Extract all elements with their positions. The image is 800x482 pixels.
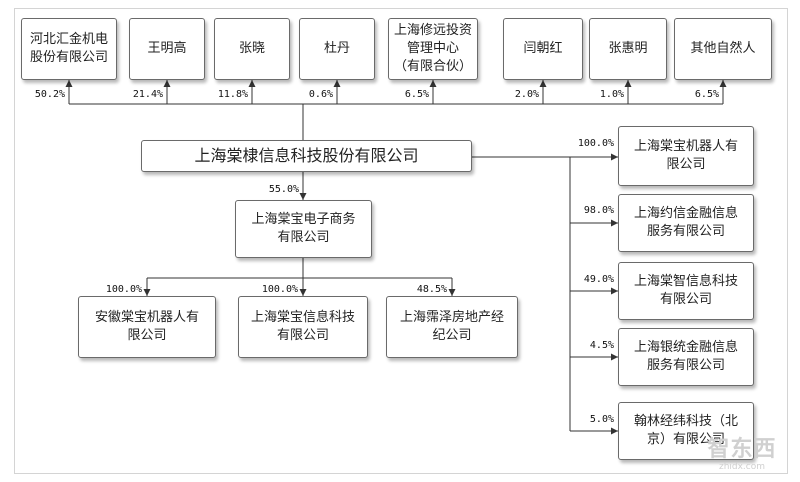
ecommerce-sub-pct-label: 100.0% xyxy=(105,284,142,295)
shareholder-pct-label: 21.4% xyxy=(132,89,163,100)
shareholder-box-xiuyuan-investment: 上海修远投资 管理中心 （有限合伙） xyxy=(388,18,478,80)
shareholder-box-du-dan: 杜丹 xyxy=(299,18,375,80)
shareholder-pct-label: 0.6% xyxy=(308,89,333,100)
ecommerce-sub-pct-label: 48.5% xyxy=(416,284,447,295)
right-sub-pct-label: 49.0% xyxy=(583,274,614,285)
shareholder-box-wang-minggao: 王明高 xyxy=(129,18,205,80)
shareholder-pct-label: 50.2% xyxy=(34,89,65,100)
shareholder-box-zhang-huiming: 张惠明 xyxy=(589,18,667,80)
right-sub-pct-label: 100.0% xyxy=(577,138,614,149)
main-company-box: 上海棠棣信息科技股份有限公司 xyxy=(141,140,472,172)
right-sub-pct-label: 98.0% xyxy=(583,205,614,216)
tangzhi-info-tech-box: 上海棠智信息科技 有限公司 xyxy=(618,262,754,320)
anhui-robot-box: 安徽棠宝机器人有 限公司 xyxy=(78,296,216,358)
right-sub-pct-label: 5.0% xyxy=(589,414,614,425)
ecommerce-pct-label: 55.0% xyxy=(268,184,299,195)
shareholder-pct-label: 2.0% xyxy=(514,89,539,100)
shareholder-pct-label: 1.0% xyxy=(599,89,624,100)
shareholder-box-other-individuals: 其他自然人 xyxy=(674,18,772,80)
tangbao-info-tech-box: 上海棠宝信息科技 有限公司 xyxy=(238,296,368,358)
shareholder-pct-label: 11.8% xyxy=(217,89,248,100)
shareholder-pct-label: 6.5% xyxy=(404,89,429,100)
yuexin-finance-box: 上海约信金融信息 服务有限公司 xyxy=(618,194,754,252)
right-sub-pct-label: 4.5% xyxy=(589,340,614,351)
shareholder-box-yan-chaohong: 闫朝红 xyxy=(503,18,583,80)
ecommerce-subsidiary-box: 上海棠宝电子商务 有限公司 xyxy=(235,200,372,258)
hanlin-jingwei-box: 翰林经纬科技（北 京）有限公司 xyxy=(618,402,754,460)
ecommerce-sub-pct-label: 100.0% xyxy=(261,284,298,295)
peize-realestate-box: 上海霈泽房地产经 纪公司 xyxy=(386,296,518,358)
shareholder-box-zhang-xiao: 张晓 xyxy=(214,18,290,80)
yintong-finance-box: 上海银统金融信息 服务有限公司 xyxy=(618,328,754,386)
shareholder-box-hebei-huijin: 河北汇金机电 股份有限公司 xyxy=(21,18,117,80)
tangbao-robot-box: 上海棠宝机器人有 限公司 xyxy=(618,126,754,186)
shareholder-pct-label: 6.5% xyxy=(694,89,719,100)
